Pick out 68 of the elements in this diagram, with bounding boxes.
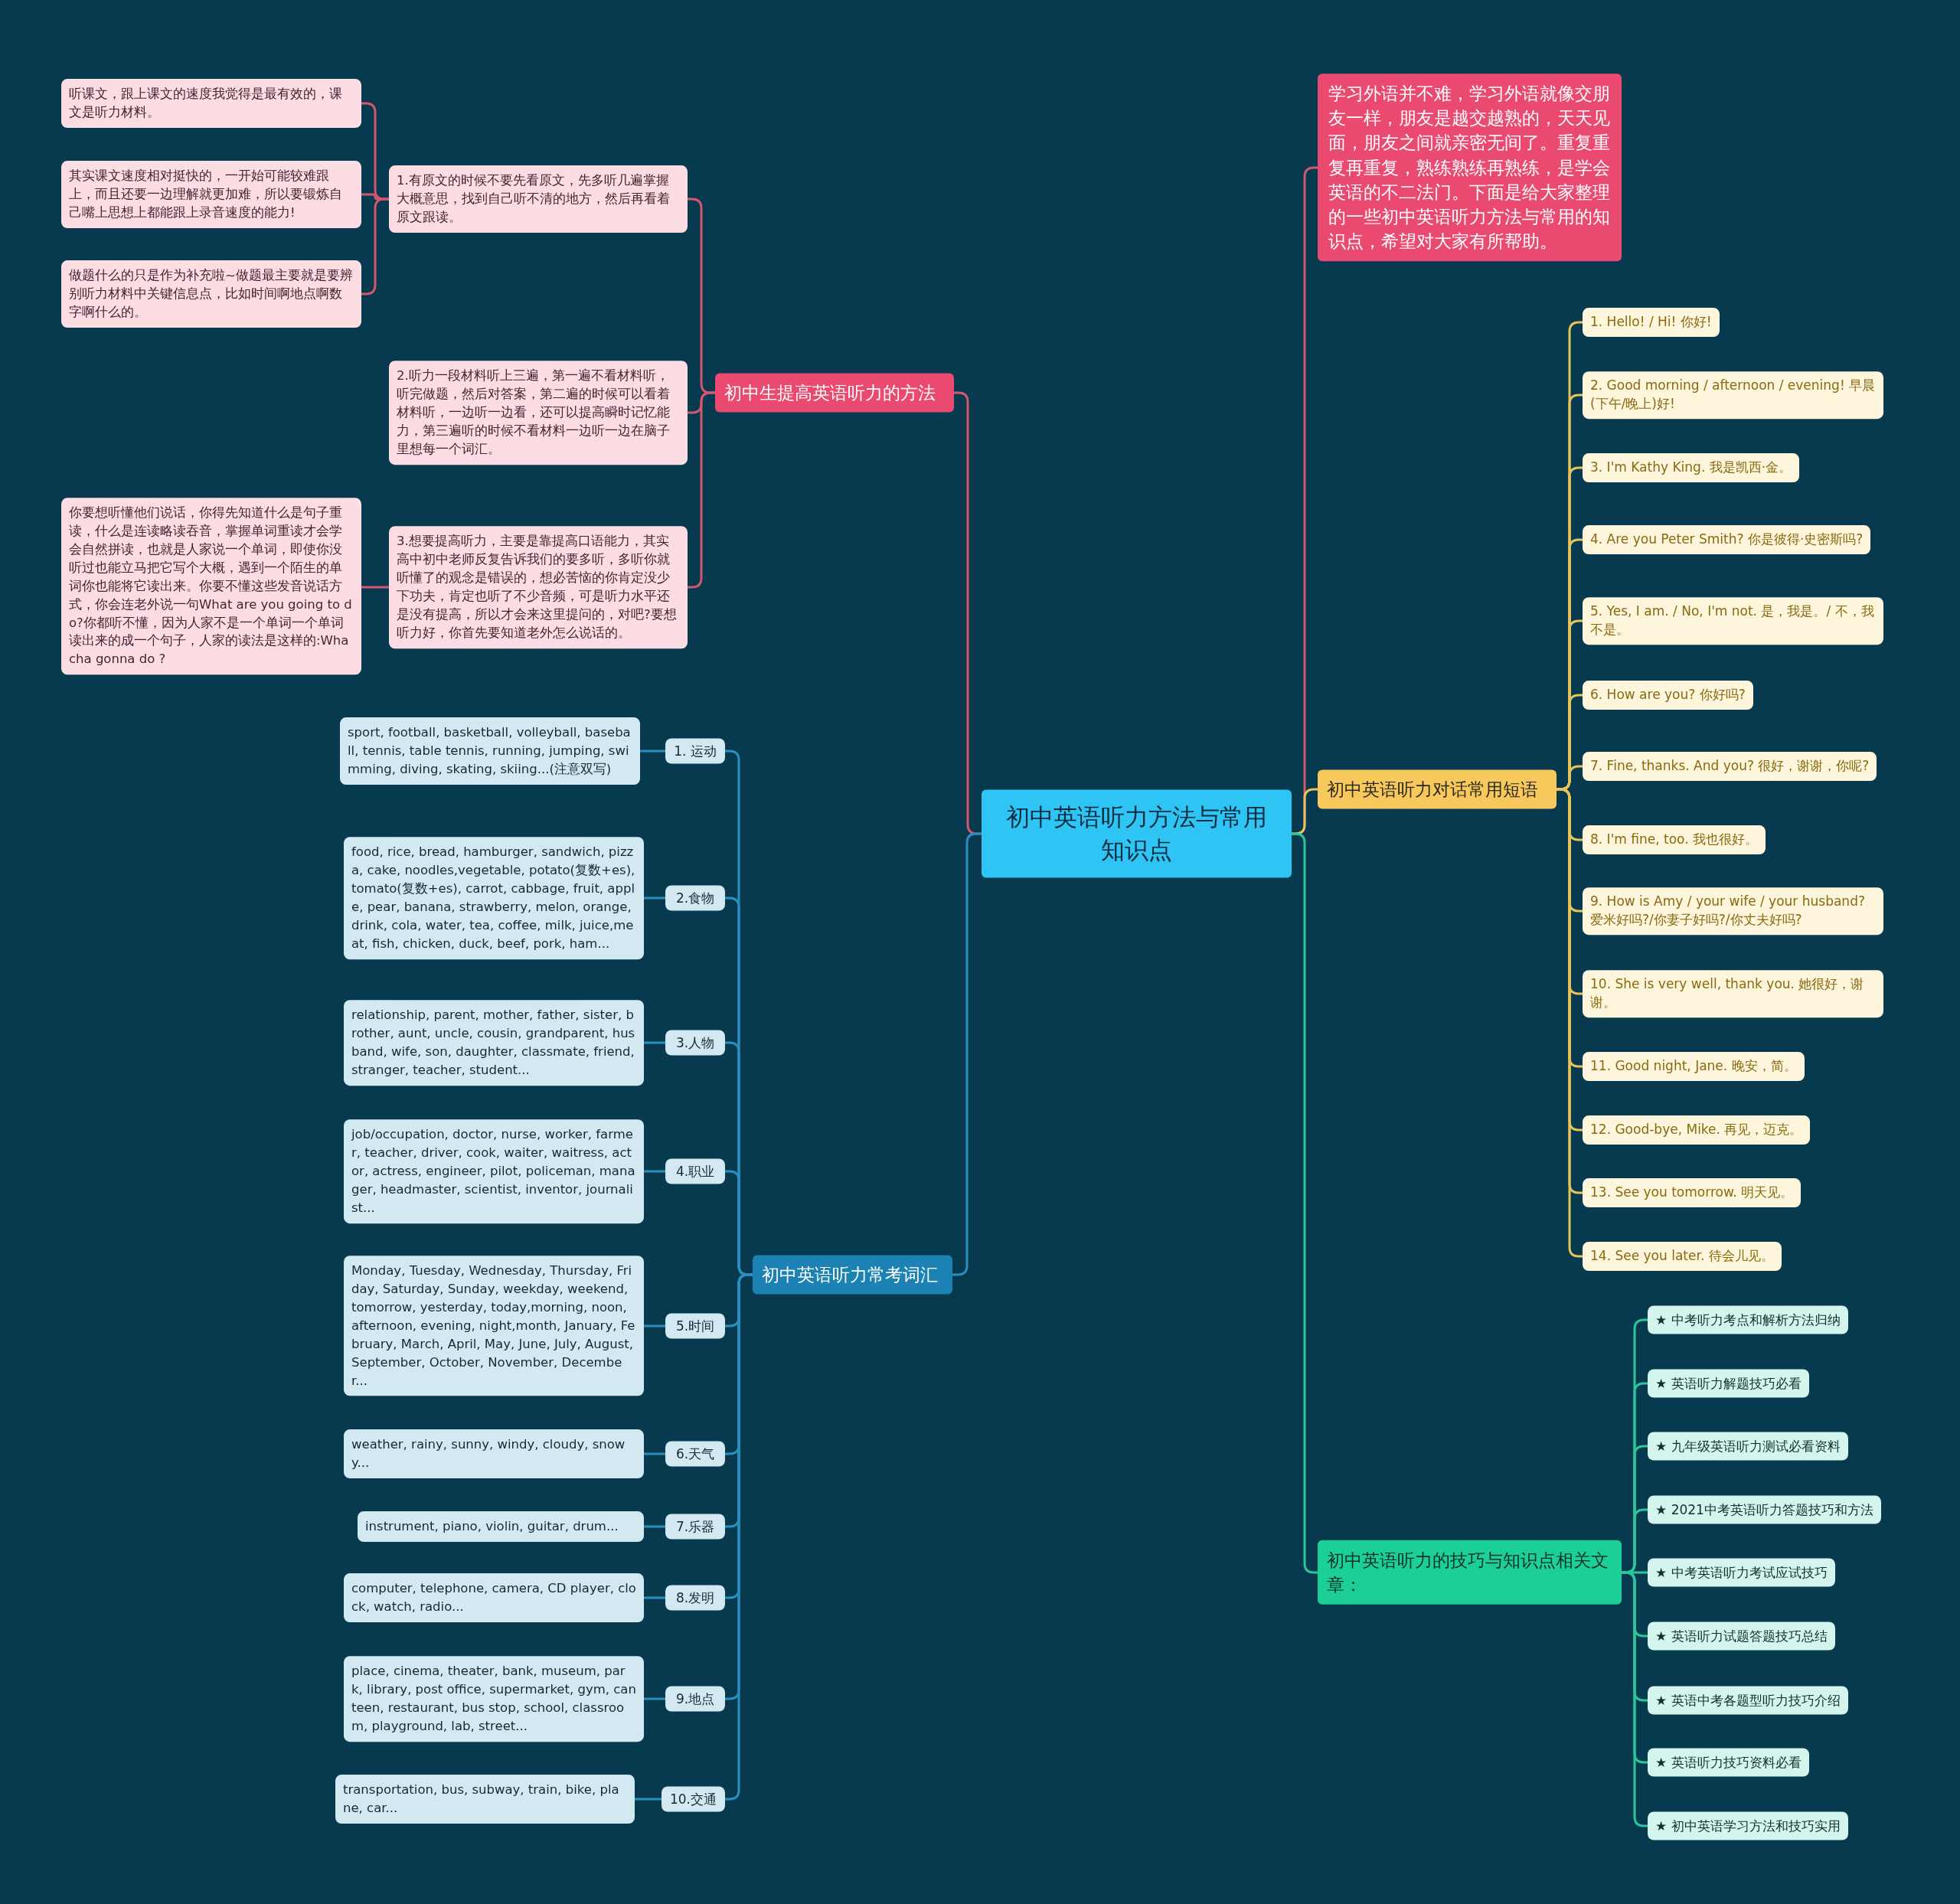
tip-card: 做题什么的只是作为补充啦~做题最主要就是要辨别听力材料中关键信息点，比如时间啊地点啊数字啊什么的。 bbox=[61, 260, 361, 328]
central-topic: 初中英语听力方法与常用知识点 bbox=[982, 789, 1292, 878]
phrase-card: 2. Good morning / afternoon / evening! 早晨(下午/晚上)好! bbox=[1583, 371, 1883, 419]
article-link-card: ★ 九年级英语听力测试必看资料 bbox=[1648, 1432, 1848, 1461]
connector-line bbox=[640, 750, 665, 753]
category-tag: 9.地点 bbox=[665, 1686, 725, 1712]
phrase-card: 11. Good night, Jane. 晚安，简。 bbox=[1583, 1052, 1805, 1081]
vocabulary-card: transportation, bus, subway, train, bike, plane, car... bbox=[335, 1775, 635, 1824]
vocabulary-card: food, rice, bread, hamburger, sandwich, pizza, cake, noodles,vegetable, potato(复数+es), tomato(复数+es), carrot, cabbage, fruit, apple, pear, banana, strawberry, melon, orange, drink, cola, water, tea, coffee, milk, juice,meat, fish, chicken, duck, beef, pork, ham... bbox=[344, 837, 644, 959]
vocabulary-card: job/occupation, doctor, nurse, worker, farmer, teacher, driver, cook, waiter, waitress, actor, actress, engineer, pilot, policeman, manager, headmaster, scientist, inventor, journalist... bbox=[344, 1119, 644, 1223]
connector-line bbox=[361, 586, 389, 589]
connector-line bbox=[644, 1697, 665, 1700]
article-link-card: ★ 英语听力试题答题技巧总结 bbox=[1648, 1622, 1835, 1651]
vocabulary-card: sport, football, basketball, volleyball, baseball, tennis, table tennis, running, jumping, swimming, diving, skating, skiing...(注意双写) bbox=[340, 717, 640, 785]
tip-card: 2.听力一段材料听上三遍，第一遍不看材料听，听完做题，然后对答案，第二遍的时候可以看着材料听，一边听一边看，还可以提高瞬时记忆能力，第三遍听的时候不看材料一边听一边在脑子里想每一个词汇。 bbox=[389, 361, 688, 465]
phrase-card: 5. Yes, I am. / No, I'm not. 是，我是。/ 不，我不是。 bbox=[1583, 597, 1883, 645]
intro-note: 学习外语并不难，学习外语就像交朋友一样，朋友是越交越熟的，天天见面，朋友之间就亲密无间了。重复重复再重复，熟练熟练再熟练，是学会英语的不二法门。下面是给大家整理的一些初中英语听力方法与常用的知识点，希望对大家有所帮助。 bbox=[1318, 73, 1622, 262]
tip-card: 1.有原文的时候不要先看原文，先多听几遍掌握大概意思，找到自己听不清的地方，然后再看着原文跟读。 bbox=[389, 165, 688, 233]
connector-line bbox=[644, 1041, 665, 1044]
phrase-card: 9. How is Amy / your wife / your husband? 爱米好吗?/你妻子好吗?/你丈夫好吗? bbox=[1583, 887, 1883, 935]
vocabulary-card: place, cinema, theater, bank, museum, park, library, post office, supermarket, gym, canteen, restaurant, bus stop, school, classroom, playground, lab, street... bbox=[344, 1656, 644, 1742]
phrase-card: 1. Hello! / Hi! 你好! bbox=[1583, 308, 1720, 337]
category-tag: 3.人物 bbox=[665, 1030, 725, 1056]
tip-card: 其实课文速度相对挺快的，一开始可能较难跟上，而且还要一边理解就更加难，所以要锻炼自己嘴上思想上都能跟上录音速度的能力! bbox=[61, 161, 361, 228]
branch-topic: 初中生提高英语听力的方法 bbox=[715, 373, 954, 413]
phrase-card: 12. Good-bye, Mike. 再见，迈克。 bbox=[1583, 1115, 1811, 1145]
category-tag: 2.食物 bbox=[665, 885, 725, 911]
vocabulary-card: Monday, Tuesday, Wednesday, Thursday, Friday, Saturday, Sunday, weekday, weekend, tomorrow, yesterday, today,morning, noon, afternoon, evening, night,month, January, February, March, April, May, June, July, August, September, October, November, December... bbox=[344, 1256, 644, 1396]
connector-line bbox=[644, 1525, 665, 1528]
phrase-card: 8. I'm fine, too. 我也很好。 bbox=[1583, 825, 1766, 854]
phrase-card: 4. Are you Peter Smith? 你是彼得·史密斯吗? bbox=[1583, 525, 1871, 554]
phrase-card: 3. I'm Kathy King. 我是凯西·金。 bbox=[1583, 453, 1800, 482]
category-tag: 7.乐器 bbox=[665, 1514, 725, 1540]
tip-card: 3.想要提高听力，主要是靠提高口语能力，其实高中初中老师反复告诉我们的要多听，多听你就听懂了的观念是错误的，想必苦恼的你肯定没少下功夫，肯定也听了不少音频，可是听力水平还是没有提高，所以才会来这里提问的，对吧?要想听力好，你首先要知道老外怎么说话的。 bbox=[389, 526, 688, 648]
article-link-card: ★ 2021中考英语听力答题技巧和方法 bbox=[1648, 1495, 1881, 1524]
branch-topic: 初中英语听力常考词汇 bbox=[753, 1255, 952, 1295]
category-tag: 5.时间 bbox=[665, 1313, 725, 1339]
connector-line bbox=[644, 1170, 665, 1173]
phrase-card: 13. See you tomorrow. 明天见。 bbox=[1583, 1178, 1802, 1207]
connector-line bbox=[644, 1596, 665, 1599]
vocabulary-card: computer, telephone, camera, CD player, clock, watch, radio... bbox=[344, 1573, 644, 1622]
branch-topic: 初中英语听力的技巧与知识点相关文章： bbox=[1318, 1540, 1622, 1605]
connector-line bbox=[644, 1324, 665, 1328]
category-tag: 8.发明 bbox=[665, 1585, 725, 1611]
phrase-card: 10. She is very well, thank you. 她很好，谢谢。 bbox=[1583, 970, 1883, 1017]
phrase-card: 6. How are you? 你好吗? bbox=[1583, 681, 1753, 710]
category-tag: 10.交通 bbox=[662, 1786, 725, 1812]
tip-card: 你要想听懂他们说话，你得先知道什么是句子重读，什么是连读略读吞音，掌握单词重读才会学会自然拼读，也就是人家说一个单词，即使你没听过也能立马把它写个大概，遇到一个陌生的单词你也能将它读出来。你要不懂这些发音说话方式，你会连老外说一句What are you going to do?你都听不懂，因为人家不是一个单词一个单词读出来的成一个句子，人家的读法是这样的:Wha cha gonna do ? bbox=[61, 498, 361, 675]
branch-topic: 初中英语听力对话常用短语 bbox=[1318, 769, 1557, 809]
phrase-card: 14. See you later. 待会儿见。 bbox=[1583, 1242, 1782, 1271]
connector-line bbox=[361, 198, 389, 296]
connector-line bbox=[635, 1798, 662, 1801]
article-link-card: ★ 中考英语听力考试应试技巧 bbox=[1648, 1558, 1835, 1587]
category-tag: 6.天气 bbox=[665, 1441, 725, 1467]
article-link-card: ★ 英语中考各题型听力技巧介绍 bbox=[1648, 1686, 1848, 1715]
vocabulary-card: weather, rainy, sunny, windy, cloudy, snowy... bbox=[344, 1429, 644, 1478]
article-link-card: ★ 中考听力考点和解析方法归纳 bbox=[1648, 1305, 1848, 1334]
connector-line bbox=[644, 1452, 665, 1455]
article-link-card: ★ 初中英语学习方法和技巧实用 bbox=[1648, 1811, 1848, 1840]
phrase-card: 7. Fine, thanks. And you? 很好，谢谢，你呢? bbox=[1583, 752, 1877, 781]
vocabulary-card: instrument, piano, violin, guitar, drum... bbox=[358, 1511, 644, 1542]
vocabulary-card: relationship, parent, mother, father, sister, brother, aunt, uncle, cousin, grandparent, husband, wife, son, daughter, classmate, friend, stranger, teacher, student... bbox=[344, 1000, 644, 1086]
connector-line bbox=[644, 896, 665, 900]
category-tag: 4.职业 bbox=[665, 1158, 725, 1184]
article-link-card: ★ 英语听力解题技巧必看 bbox=[1648, 1369, 1809, 1398]
category-tag: 1. 运动 bbox=[665, 738, 725, 764]
article-link-card: ★ 英语听力技巧资料必看 bbox=[1648, 1748, 1809, 1777]
tip-card: 听课文，跟上课文的速度我觉得是最有效的，课文是听力材料。 bbox=[61, 79, 361, 128]
